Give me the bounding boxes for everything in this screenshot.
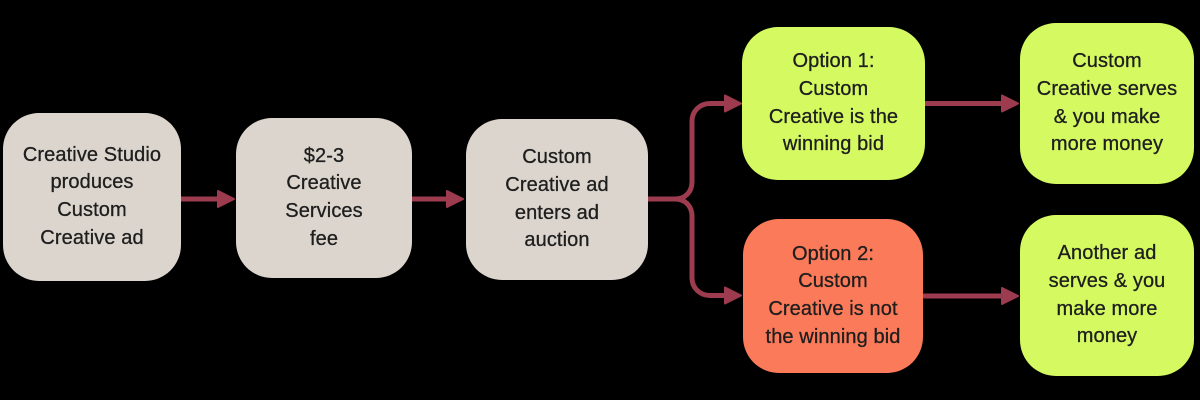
arrow-auction-to-option2 [672,196,729,298]
arrowhead-option2-to-another [1001,287,1019,305]
arrowhead-auction-to-option2 [724,286,742,305]
node-creative-services-fee-label: $2-3 Creative Services fee [285,144,363,250]
node-ad-auction: Custom Creative ad enters ad auction [466,119,648,280]
node-creative-studio-label: Creative Studio produces Custom Creative… [22,143,162,249]
arrow-auction-to-option1 [645,101,729,202]
node-ad-auction-label: Custom Creative ad enters ad auction [505,146,609,252]
node-option-1-winning-bid: Option 1: Custom Creative is the winning… [742,27,925,180]
node-creative-services-fee: $2-3 Creative Services fee [236,118,412,278]
arrowhead-auction-to-option1 [724,94,742,113]
node-option-2-label: Option 2: Custom Creative is not the win… [765,242,901,348]
node-option-1-label: Option 1: Custom Creative is the winning… [768,50,899,156]
arrowhead-studio-to-fee [217,190,235,208]
arrowhead-fee-to-auction [446,190,464,208]
node-creative-studio: Creative Studio produces Custom Creative… [3,113,181,281]
node-custom-creative-serves-label: Custom Creative serves & you make more m… [1036,50,1178,156]
node-option-2-not-winning-bid: Option 2: Custom Creative is not the win… [743,219,923,373]
node-custom-creative-serves: Custom Creative serves & you make more m… [1020,23,1194,184]
node-another-ad-serves-label: Another ad serves & you make more money [1048,242,1166,348]
arrowhead-option1-to-serves [1001,94,1019,113]
node-another-ad-serves: Another ad serves & you make more money [1020,215,1194,376]
